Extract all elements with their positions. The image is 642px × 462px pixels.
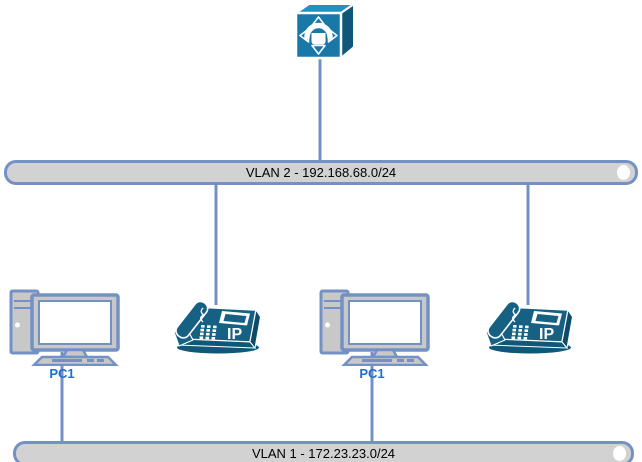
handset	[487, 300, 521, 339]
ip-badge: IP	[227, 326, 242, 343]
pc-label: PC1	[359, 366, 385, 381]
vlan1-segment: VLAN 1 - 172.23.23.0/24	[13, 441, 634, 462]
phone-keypad	[199, 325, 217, 340]
cylinder-cap	[617, 165, 630, 180]
vlan2-segment: VLAN 2 - 192.168.68.0/24	[4, 160, 638, 185]
phone-handset-glyph	[304, 22, 333, 45]
vlan1-label: VLAN 1 - 172.23.23.0/24	[251, 446, 396, 461]
desktop-pc-icon	[319, 289, 430, 366]
desktop-pc-icon	[9, 289, 120, 366]
handset-cord	[512, 307, 518, 323]
vlan2-label: VLAN 2 - 192.168.68.0/24	[245, 165, 397, 180]
pc-screen	[348, 300, 422, 345]
ip-phone-icon: IP	[486, 300, 574, 354]
handset-cord	[200, 307, 206, 323]
ip-badge: IP	[539, 326, 554, 343]
communications-manager-icon	[294, 3, 355, 60]
pc-label: PC1	[49, 366, 75, 381]
handset	[175, 300, 209, 339]
pc-screen	[38, 300, 112, 345]
ip-phone-icon: IP	[174, 300, 262, 354]
phone-keypad	[511, 325, 529, 340]
cylinder-cap	[613, 446, 626, 461]
